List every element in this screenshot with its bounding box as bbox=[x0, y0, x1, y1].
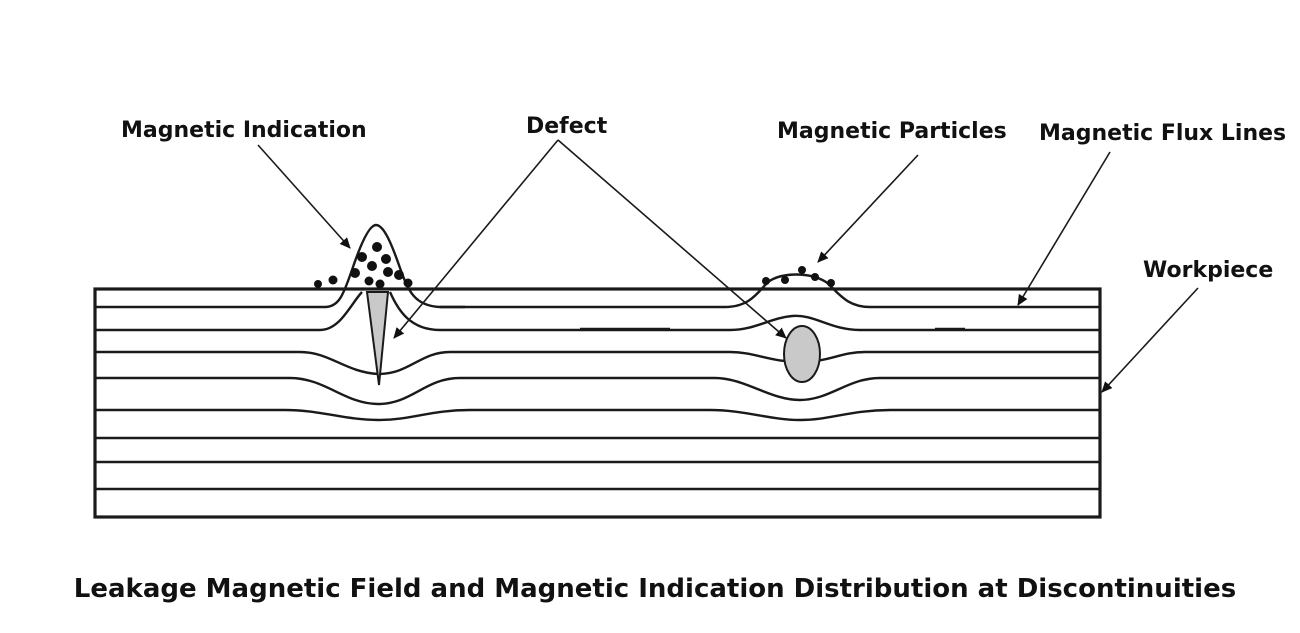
label-magnetic-indication: Magnetic Indication bbox=[121, 118, 367, 143]
magnetic-particle bbox=[827, 279, 835, 287]
magnetic-particle bbox=[364, 276, 374, 286]
flux-line bbox=[95, 408, 1100, 422]
straight-flux-lines bbox=[95, 436, 1100, 491]
magnetic-particle bbox=[381, 254, 391, 264]
particle-cluster-subsurface bbox=[762, 266, 835, 287]
magnetic-particle bbox=[314, 280, 322, 288]
workpiece-outline bbox=[93, 287, 1102, 519]
magnetic-particle bbox=[762, 277, 770, 285]
arrow-workpiece bbox=[1101, 287, 1199, 393]
magnetic-particle bbox=[394, 270, 404, 280]
deflected-flux-lines bbox=[95, 223, 1100, 422]
magnetic-particle bbox=[403, 278, 413, 288]
magnetic-particle bbox=[367, 261, 377, 271]
arrow-defect-crack bbox=[393, 139, 559, 339]
subsurface-void-defect bbox=[783, 325, 821, 383]
magnetic-particle bbox=[357, 252, 367, 262]
particle-cluster-indication bbox=[314, 242, 413, 289]
label-workpiece: Workpiece bbox=[1143, 258, 1273, 283]
magnetic-particle bbox=[781, 276, 789, 284]
magnetic-particle bbox=[383, 267, 393, 277]
arrow-defect-void bbox=[557, 139, 787, 339]
magnetic-particle bbox=[375, 279, 385, 289]
label-defect: Defect bbox=[526, 114, 608, 139]
magnetic-particle bbox=[798, 266, 806, 274]
surface-crack-defect bbox=[365, 291, 390, 386]
magnetic-particle bbox=[328, 275, 338, 285]
label-magnetic-particles: Magnetic Particles bbox=[777, 119, 1007, 144]
flux-line bbox=[95, 291, 1100, 332]
flux-line bbox=[95, 376, 1100, 406]
arrow-magnetic-indication bbox=[257, 144, 351, 249]
arrow-magnetic-flux-lines bbox=[1017, 151, 1111, 306]
label-magnetic-flux-lines: Magnetic Flux Lines bbox=[1039, 121, 1286, 146]
arrow-magnetic-particles bbox=[817, 154, 919, 263]
flux-line-leakage bbox=[95, 223, 1100, 309]
magnetic-particle bbox=[350, 268, 360, 278]
magnetic-particle bbox=[372, 242, 382, 252]
flux-line bbox=[95, 350, 1100, 376]
leader-arrows bbox=[257, 139, 1199, 393]
diagram-caption: Leakage Magnetic Field and Magnetic Indi… bbox=[74, 574, 1236, 604]
magnetic-particle bbox=[811, 273, 819, 281]
